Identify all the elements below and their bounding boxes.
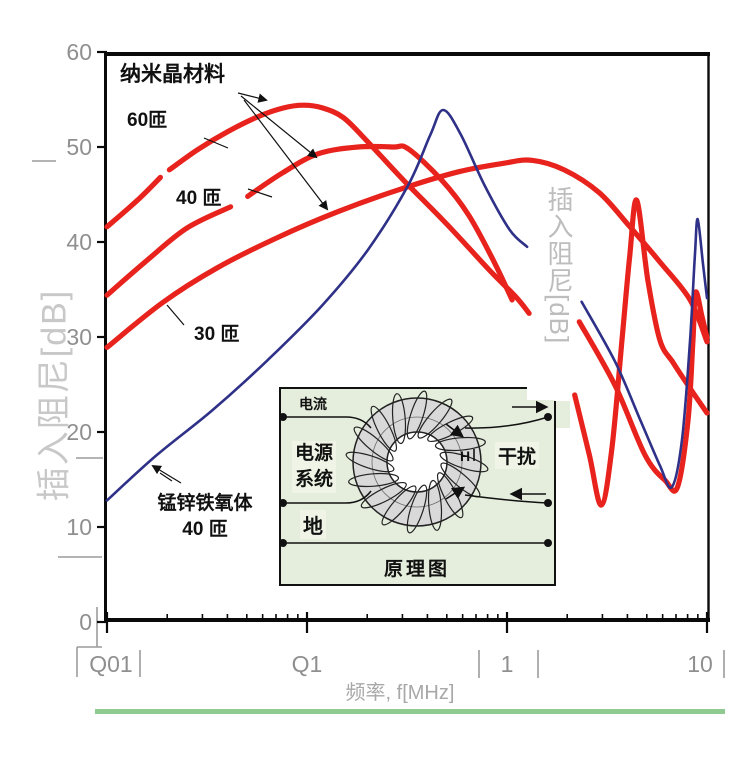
terminal-dot [279, 499, 287, 507]
leader-line [166, 304, 185, 326]
label-ferrite-turns: 40 匝 [182, 519, 228, 540]
winding-loop [417, 398, 453, 439]
winding-loop [381, 485, 417, 526]
inset-ground-label: 地 [300, 510, 326, 539]
label-60-turns: 60匝 [127, 110, 168, 131]
wire-top-right [464, 416, 549, 429]
wire-mid-right [464, 494, 549, 504]
wire-top-left [283, 416, 372, 429]
inset-power-line1: 电源 [295, 443, 334, 464]
y-tick-label: 0 [79, 609, 92, 635]
inset-current-label: 电流 [299, 396, 327, 412]
x-tick-label: Q01 [89, 651, 132, 677]
pointer-arrow [240, 95, 318, 159]
winding-loop [348, 472, 400, 488]
curve-锰锌铁氧体 40匝 [105, 108, 529, 502]
wire-mid-left [283, 490, 372, 504]
winding-loop [439, 451, 489, 473]
curves-layer [104, 102, 710, 508]
flux-arrow-top [445, 423, 465, 438]
winding-loop [391, 393, 407, 445]
winding-loop [427, 479, 443, 531]
curve-锰锌铁氧体 40匝 [580, 217, 709, 490]
terminal-dot [544, 499, 552, 507]
terminal-dot [544, 539, 552, 547]
inset-interference-label: 干扰 [495, 442, 540, 469]
label-ferrite-material: 锰锌铁氧体 [157, 493, 253, 514]
y-tick-label: 10 [66, 514, 92, 540]
winding-loop [353, 426, 394, 462]
winding-loop [406, 484, 428, 534]
flux-arrow-bottom [445, 486, 466, 500]
ferrite-pointer-stroke [159, 472, 173, 482]
x-tick-label: 10 [687, 651, 713, 677]
toroid-mid-line [371, 416, 463, 508]
curve-纳米晶材料 40匝 [245, 143, 515, 303]
y-axis-title: 插入阻尼[dB] [35, 288, 74, 502]
winding-loop [360, 481, 407, 509]
pointer-arrow [243, 99, 329, 211]
inset-border [279, 387, 556, 586]
x-tick-label: 1 [501, 651, 514, 677]
y-tick-label: 60 [66, 39, 92, 65]
label-ferrite: 锰锌铁氧体 40 匝 [148, 491, 262, 543]
label-nanocrystalline: 纳米晶材料 [120, 63, 225, 86]
winding-loop [345, 451, 395, 473]
curve-纳米晶材料 40匝 [576, 289, 710, 494]
inset-title: 原理图 [384, 559, 451, 580]
winding-loop [406, 390, 428, 440]
inset-white-notch [527, 384, 572, 400]
inset-green-spur [555, 401, 570, 428]
x-tick-label: Q1 [292, 651, 323, 677]
inset-power-line2: 系统 [295, 469, 334, 490]
bottom-underline-bar [95, 709, 725, 714]
inset-h-field-label: H [460, 448, 471, 464]
leader-line [203, 137, 229, 149]
right-axis-watermark: 插入阻尼[dB] [544, 186, 574, 345]
toroid-inner [386, 431, 448, 493]
terminal-dot [279, 539, 287, 547]
label-30-turns: 30 匝 [194, 324, 240, 345]
winding-loop [434, 436, 486, 452]
inset-power-system-label: 电源 系统 [292, 441, 337, 493]
y-tick-label: 40 [66, 229, 92, 255]
y-tick-label: 20 [66, 419, 92, 445]
curve-纳米晶材料 60匝 [166, 102, 532, 316]
terminal-dot [279, 413, 287, 421]
curve-纳米晶材料 60匝 [104, 174, 163, 230]
winding-loop [370, 405, 398, 452]
annotation-arrows [151, 92, 329, 484]
curve-纳米晶材料 40匝 [104, 204, 234, 298]
label-40-turns: 40 匝 [176, 188, 222, 209]
terminal-dot [544, 413, 552, 421]
leader-line [247, 188, 273, 198]
curve-纳米晶材料 30匝 [104, 157, 710, 350]
y-tick-label: 30 [66, 324, 92, 350]
x-axis-title: 频率, f[MHz] [345, 682, 455, 704]
pointer-arrow [237, 92, 268, 103]
ferrite-pointer-arrow [151, 465, 182, 484]
y-tick-label: 50 [66, 134, 92, 160]
